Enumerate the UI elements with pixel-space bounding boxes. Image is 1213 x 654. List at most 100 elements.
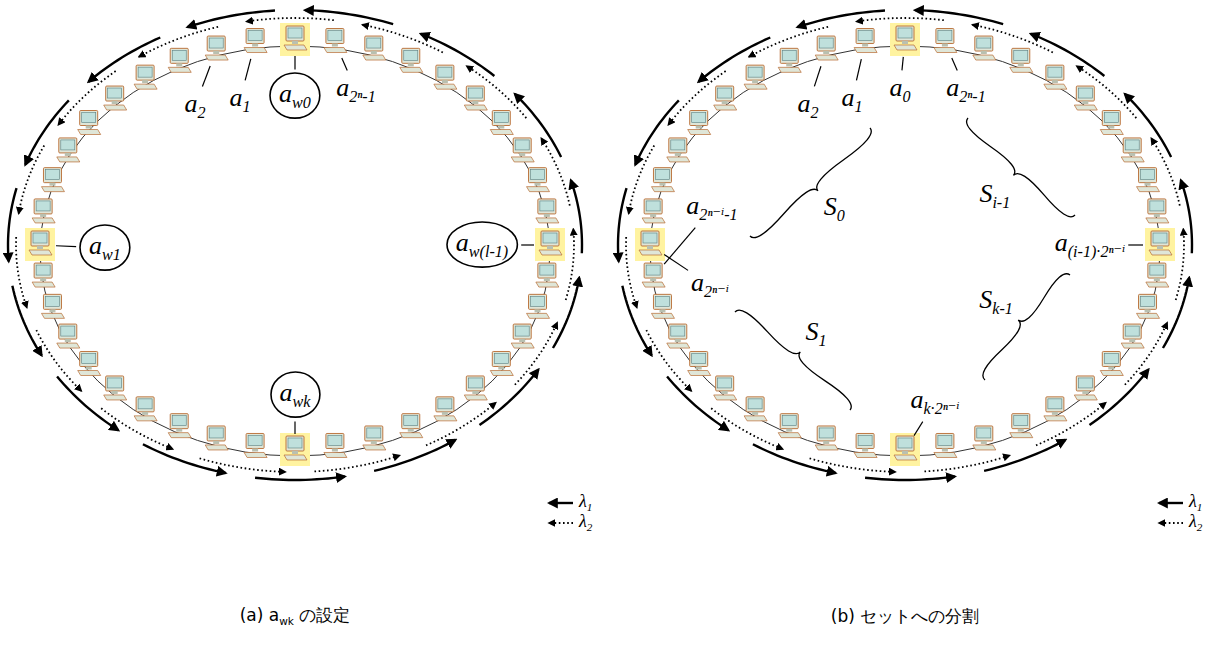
- lambda2-sample: [549, 522, 573, 524]
- stand: [40, 214, 46, 217]
- stand: [472, 391, 478, 394]
- lambda2-arrow: [566, 229, 574, 300]
- monitor: [43, 168, 61, 183]
- keyboard: [744, 84, 767, 89]
- text-part: の設定: [294, 605, 350, 625]
- set-brace: [983, 274, 1070, 380]
- stand: [292, 451, 298, 454]
- keyboard: [714, 395, 737, 400]
- keyboard: [1044, 416, 1067, 421]
- monitor: [1102, 111, 1120, 126]
- lambda2-arrow: [515, 323, 557, 385]
- stand: [86, 366, 92, 369]
- keyboard: [934, 452, 957, 457]
- legend-label: λ1: [1189, 492, 1202, 513]
- keyboard: [1146, 218, 1169, 223]
- lambda2-arrow: [1176, 229, 1184, 300]
- screen: [977, 428, 991, 438]
- node-address-label: a2ⁿ-1: [336, 73, 376, 106]
- node-address-label: a1: [841, 83, 862, 116]
- keyboard: [104, 105, 127, 110]
- monitor: [492, 111, 510, 126]
- leader-line: [856, 59, 861, 80]
- screen: [718, 378, 732, 388]
- monitor: [1148, 263, 1166, 278]
- highlight: [25, 228, 55, 261]
- monitor: [59, 138, 77, 153]
- monitor: [669, 138, 687, 153]
- monitor: [856, 29, 874, 44]
- stand: [722, 391, 728, 394]
- screen: [531, 170, 545, 180]
- legend-label: λ2: [1189, 512, 1202, 533]
- keyboard: [1121, 157, 1144, 162]
- subscript: 1: [854, 98, 862, 115]
- lambda1-arrow: [1125, 94, 1171, 157]
- monitor: [170, 414, 188, 429]
- text-part: λ: [579, 511, 587, 531]
- subscript: w0: [292, 94, 311, 111]
- circle-border: [80, 225, 130, 270]
- computer-icon: [1044, 397, 1067, 421]
- keyboard: [527, 313, 550, 318]
- monitor: [1046, 65, 1064, 80]
- highlight: [1145, 228, 1175, 261]
- computer-icon: [651, 294, 674, 318]
- screen: [938, 31, 952, 41]
- lambda2-arrow: [810, 458, 896, 472]
- computer-icon: [890, 433, 920, 466]
- legend-item: λ1: [545, 492, 592, 513]
- screen: [898, 28, 912, 38]
- keyboard: [536, 282, 559, 287]
- screen: [45, 296, 59, 306]
- text-part: S: [979, 285, 992, 314]
- monitor: [207, 36, 225, 51]
- computer-icon: [688, 111, 711, 135]
- computer-icon: [635, 228, 665, 261]
- circle-border: [270, 73, 320, 118]
- monitor: [466, 376, 484, 391]
- stand: [1154, 278, 1160, 281]
- stand: [547, 246, 553, 249]
- monitor: [286, 436, 304, 451]
- text-part: S: [806, 317, 819, 346]
- lambda2-sample: [1159, 522, 1183, 524]
- lambda1-sample: [1159, 502, 1183, 504]
- keyboard: [1100, 370, 1123, 375]
- stand: [981, 51, 987, 54]
- stand: [942, 448, 948, 451]
- stand: [675, 339, 681, 342]
- stand: [1052, 80, 1058, 83]
- monitor: [492, 351, 510, 366]
- computer-icon: [536, 199, 559, 223]
- computer-icon: [205, 426, 228, 450]
- monitor: [365, 36, 383, 51]
- stand: [442, 412, 448, 415]
- stand: [942, 44, 948, 47]
- node-label: aw0: [279, 79, 311, 112]
- lambda1-arrow: [479, 370, 538, 425]
- stand: [176, 429, 182, 432]
- computer-icon: [642, 263, 665, 287]
- lambda1-arrow: [984, 440, 1065, 471]
- computer-icon: [778, 414, 801, 438]
- keyboard: [363, 445, 386, 450]
- keyboard: [78, 370, 101, 375]
- lambda1-arrow: [305, 10, 393, 24]
- screen: [646, 265, 660, 275]
- screen: [540, 265, 554, 275]
- stand: [981, 441, 987, 444]
- keyboard: [973, 445, 996, 450]
- screen: [36, 265, 50, 275]
- screen: [1014, 50, 1028, 60]
- keyboard: [1100, 130, 1123, 135]
- subscript: 2: [1197, 521, 1203, 533]
- monitor: [326, 433, 344, 448]
- lambda1-arrow: [635, 100, 679, 164]
- legend-sample: [1155, 497, 1185, 509]
- keyboard: [511, 343, 534, 348]
- keyboard: [511, 157, 534, 162]
- screen: [468, 88, 482, 98]
- text-part: a: [89, 231, 102, 260]
- computer-icon: [134, 397, 157, 421]
